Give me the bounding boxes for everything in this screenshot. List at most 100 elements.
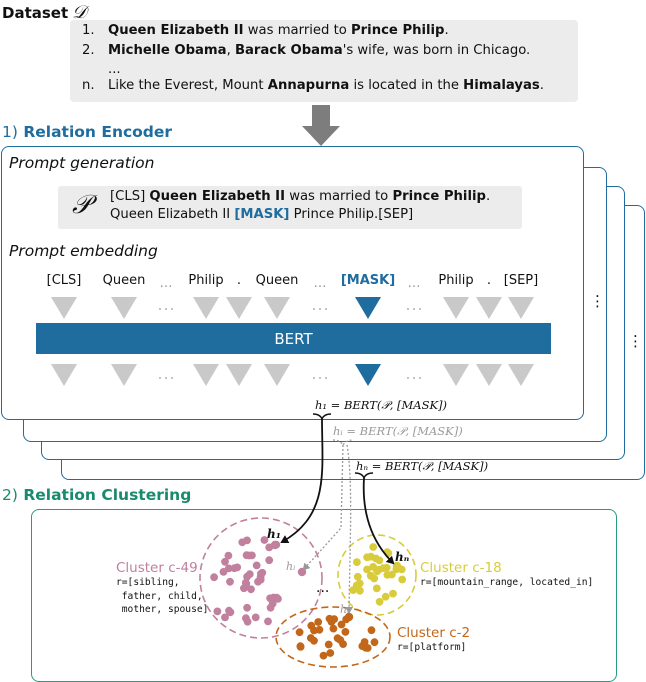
ellipsis-dot (419, 377, 421, 379)
output-triangle (476, 364, 502, 386)
cluster-c2-point (370, 638, 379, 647)
cluster-c2-point (324, 640, 333, 649)
token-label: [SEP] (503, 273, 539, 288)
cluster-c49-point (252, 561, 261, 570)
ellipsis-dot (159, 308, 161, 310)
cluster-c49-ellipse (199, 517, 323, 639)
cluster-c2-point (367, 626, 376, 635)
prompt-symbol: 𝒫 (72, 190, 91, 220)
mask-token: [MASK] (234, 207, 290, 222)
ellipsis-dot (165, 377, 167, 379)
ellipsis-dot (419, 308, 421, 310)
prompt-generation-heading: Prompt generation (9, 154, 155, 172)
text-segment: . (485, 189, 491, 204)
cluster-c18-point (363, 565, 371, 574)
ellipsis-dot (413, 377, 415, 379)
text-segment: Queen Elizabeth II (110, 207, 235, 222)
output-triangles (51, 364, 534, 386)
token-label: … (313, 276, 327, 291)
row-number: n. (82, 78, 95, 93)
ellipsis-dot (313, 377, 315, 379)
cluster-c49-point (225, 606, 233, 615)
text-segment: Barack Obama (234, 43, 343, 58)
cluster-c49-point (251, 613, 260, 622)
cluster-c2-point (333, 634, 342, 643)
input-triangle (264, 297, 290, 319)
cluster-c18-point (369, 543, 378, 551)
text-segment: Michelle Obama (108, 43, 227, 58)
point-label-h1: h₁ (267, 527, 281, 541)
cluster-c18-ellipse (337, 534, 417, 616)
text-segment: Prince Philip (392, 189, 486, 204)
cluster-c49-point (245, 570, 254, 578)
prompt-line-1: [CLS] Queen Elizabeth II was married to … (110, 189, 490, 204)
token-label: Philip (438, 273, 474, 288)
cluster-c49-point (230, 564, 239, 573)
hi-dotted-line (302, 444, 344, 571)
output-triangle (111, 364, 137, 386)
cluster-c49-point (226, 577, 234, 586)
cluster-c18-name: Cluster c-18 (420, 560, 502, 576)
hi-point (344, 612, 354, 622)
cluster-c18-point (398, 575, 407, 584)
hi-brace (332, 439, 354, 447)
cluster-c18-point (381, 592, 390, 601)
cluster-c49-point (224, 564, 233, 573)
cluster-c49-point (221, 557, 229, 566)
cluster-c18-point (375, 597, 384, 606)
relation-encoder-title: 1) Relation Encoder (2, 123, 173, 141)
cluster-c2-point (326, 649, 335, 657)
cluster-c49-point (241, 578, 250, 587)
token-label: . (486, 273, 492, 288)
card-ellipsis: ⋮ (628, 332, 643, 350)
text-segment: Prince Philip.[SEP] (289, 207, 414, 222)
cluster-c2-point (296, 642, 305, 651)
text-segment: was married to (243, 23, 352, 38)
token-label: … (159, 276, 173, 291)
ellipsis-dot (319, 377, 321, 379)
token-label: . (236, 273, 242, 288)
token-label: Queen (102, 273, 146, 288)
input-triangle (51, 297, 77, 319)
hn-point (392, 561, 402, 571)
cluster-c49-relations: r=[sibling, father, child, mother, spous… (116, 577, 209, 615)
cluster-c2-point (363, 644, 372, 652)
cluster-c2-relations: r=[platform] (397, 642, 467, 653)
dataset-row: 1.Queen Elizabeth II was married to Prin… (82, 23, 449, 38)
ellipsis-dot (413, 308, 415, 310)
cluster-c2-point (314, 618, 323, 626)
token-label: … (407, 276, 421, 291)
input-triangles (51, 297, 534, 319)
cluster-c18-point (353, 558, 361, 566)
cluster-c49-point (213, 607, 222, 616)
ellipsis-dot (165, 308, 167, 310)
prompt-embedding-heading: Prompt embedding (9, 242, 158, 260)
cluster-c2-point (337, 620, 346, 629)
token-label: Queen (255, 273, 299, 288)
cluster-c49-point (260, 536, 269, 544)
cluster-points (210, 536, 407, 660)
cluster-c49-point (221, 613, 229, 622)
dataset-row: 2.Michelle Obama, Barack Obama's wife, w… (82, 43, 530, 58)
cluster-c18-point (349, 586, 357, 594)
point-label-hn: hₙ (395, 550, 410, 564)
row-number: 1. (82, 23, 95, 38)
prompt-box (58, 186, 522, 229)
card-ellipsis: ⋮ (590, 292, 605, 310)
ellipsis-dot (313, 308, 315, 310)
prompt-line-2: Queen Elizabeth II [MASK] Prince Philip.… (110, 207, 413, 222)
hi-point (297, 567, 307, 577)
cluster-c49-point (210, 573, 219, 582)
ellipsis-dot (407, 308, 409, 310)
cluster-c49-point (243, 603, 252, 612)
cluster-c49-point (243, 617, 252, 626)
cluster-c49-point (256, 575, 265, 584)
h1-brace (312, 413, 332, 421)
input-triangle (193, 297, 219, 319)
dataset-row: ... (82, 62, 121, 77)
cluster-c18-point (388, 570, 396, 579)
mask-input-triangle (355, 297, 381, 319)
dataset-box: 1.Queen Elizabeth II was married to Prin… (70, 20, 578, 102)
text-segment: . (444, 23, 449, 38)
hi-dotted-line (345, 444, 354, 614)
